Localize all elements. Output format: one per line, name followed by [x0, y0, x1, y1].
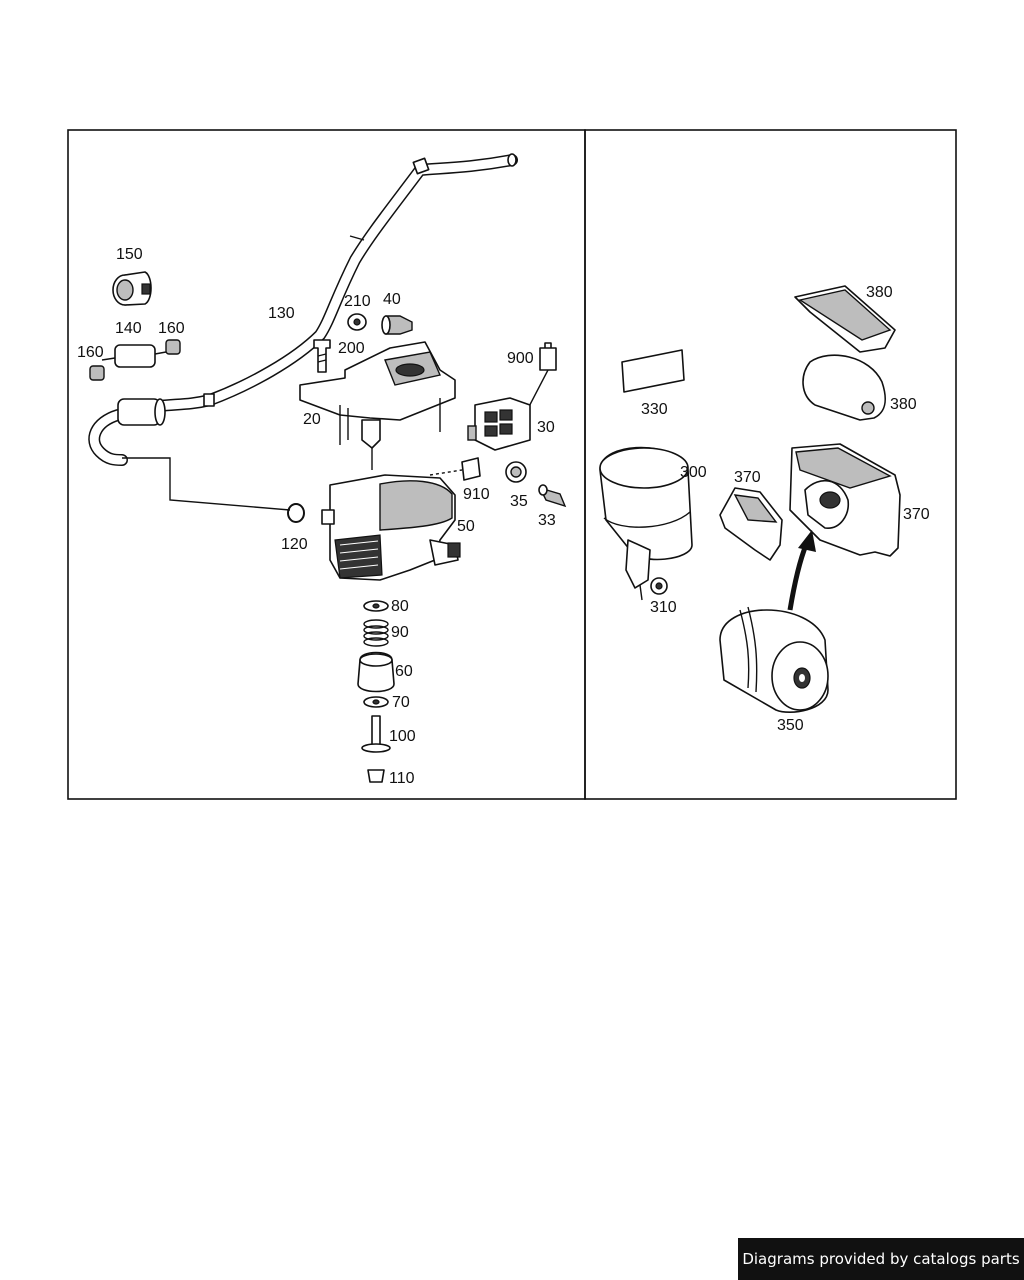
- part-160-nut-right: [165, 339, 181, 355]
- part-30-valve-block: [467, 397, 531, 451]
- part-50-compressor: [321, 474, 461, 581]
- part-370-bracket-small: [719, 487, 783, 561]
- label-20: 20: [303, 411, 321, 428]
- part-120-clip: [287, 503, 305, 523]
- label-150: 150: [116, 246, 143, 263]
- label-80: 80: [391, 598, 409, 615]
- part-90-spring: [363, 619, 389, 647]
- part-100-pin: [361, 715, 391, 753]
- label-60: 60: [395, 663, 413, 680]
- label-120: 120: [281, 536, 308, 553]
- part-380-filter-pad: [794, 285, 896, 353]
- part-80-washer: [363, 600, 389, 612]
- left-panel-frame: [67, 129, 586, 800]
- part-130-hose: [154, 153, 518, 412]
- label-380-cover: 380: [890, 396, 917, 413]
- part-200-bolt: [313, 339, 331, 373]
- label-200: 200: [338, 340, 365, 357]
- part-160-nut-left: [89, 365, 105, 381]
- part-35-fitting: [505, 461, 527, 483]
- label-70: 70: [392, 694, 410, 711]
- part-110-cap: [367, 769, 385, 783]
- part-140-filter: [88, 344, 167, 466]
- part-310-nut: [650, 577, 668, 595]
- part-210-washer: [347, 313, 367, 331]
- leader-hose-to-120: [122, 457, 291, 511]
- part-300-dryer: [599, 446, 693, 601]
- label-40: 40: [383, 291, 401, 308]
- part-370-housing: [789, 443, 901, 557]
- part-910: [429, 457, 481, 481]
- part-380-cover: [802, 354, 887, 421]
- label-300: 300: [680, 464, 707, 481]
- part-900-symbol: [521, 342, 557, 421]
- part-70-washer: [363, 696, 389, 708]
- part-33-fitting: [538, 484, 567, 508]
- label-310: 310: [650, 599, 677, 616]
- label-100: 100: [389, 728, 416, 745]
- label-900: 900: [507, 350, 534, 367]
- part-60-mount: [357, 651, 395, 693]
- part-150-cap: [112, 271, 152, 306]
- label-350: 350: [777, 717, 804, 734]
- part-330-pad: [621, 349, 685, 393]
- label-160-right: 160: [158, 320, 185, 337]
- label-330: 330: [641, 401, 668, 418]
- label-370-housing: 370: [903, 506, 930, 523]
- part-40-fitting: [381, 315, 413, 335]
- label-110: 110: [389, 770, 415, 787]
- label-210: 210: [344, 293, 371, 310]
- label-30: 30: [537, 419, 555, 436]
- part-20-bracket: [299, 341, 456, 470]
- label-380-top: 380: [866, 284, 893, 301]
- right-panel-frame: [584, 129, 957, 800]
- part-350-cartridge: [719, 606, 829, 713]
- label-50: 50: [457, 518, 475, 535]
- label-35: 35: [510, 493, 528, 510]
- insertion-arrow: [787, 530, 816, 611]
- label-910: 910: [463, 486, 490, 503]
- label-160-left: 160: [77, 344, 104, 361]
- label-130: 130: [268, 305, 295, 322]
- label-370-small: 370: [734, 469, 761, 486]
- label-90: 90: [391, 624, 409, 641]
- footer-credit: Diagrams provided by catalogs parts: [738, 1238, 1024, 1280]
- label-33: 33: [538, 512, 556, 529]
- label-140: 140: [115, 320, 142, 337]
